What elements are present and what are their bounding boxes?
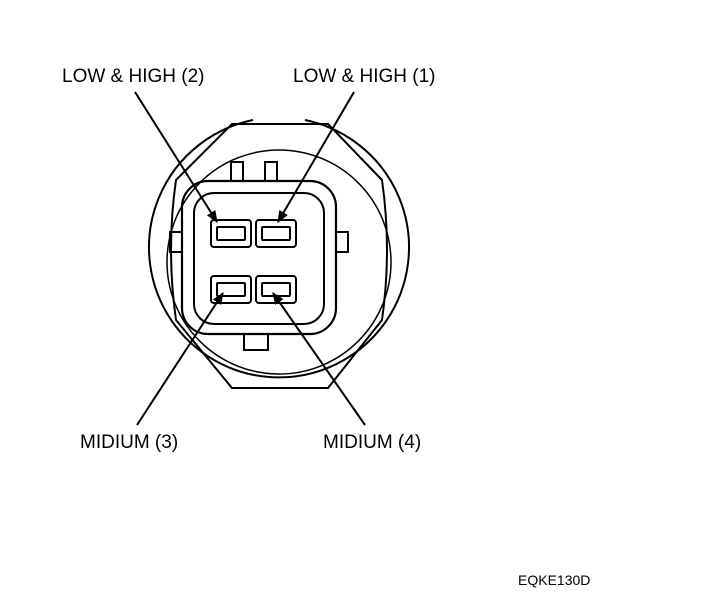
terminal-pin-1 <box>255 219 297 248</box>
connector-latch-left <box>169 231 183 253</box>
terminal-pin-2 <box>210 219 252 248</box>
sensor-inner-ring <box>166 149 392 375</box>
leader-line-pin-3 <box>136 292 224 426</box>
sensor-flange-circle <box>148 119 410 379</box>
connector-housing-inner <box>193 192 325 325</box>
leader-line-pin-2 <box>134 91 218 223</box>
leader-line-pin-4 <box>272 292 366 426</box>
connector-tab-right <box>264 161 278 180</box>
label-pin-4: MIDIUM (4) <box>323 432 421 453</box>
connector-latch-right <box>335 231 349 253</box>
label-pin-2: LOW & HIGH (2) <box>62 66 205 87</box>
terminal-pin-3 <box>210 275 252 304</box>
connector-tab-left <box>230 161 244 180</box>
connector-housing-outer <box>180 179 338 336</box>
label-pin-1: LOW & HIGH (1) <box>293 66 436 87</box>
leader-line-pin-1 <box>277 91 355 223</box>
sensor-hex-body <box>170 123 388 389</box>
figure-code: EQKE130D <box>518 572 590 588</box>
label-pin-3: MIDIUM (3) <box>80 432 178 453</box>
connector-bottom-key <box>243 334 269 351</box>
